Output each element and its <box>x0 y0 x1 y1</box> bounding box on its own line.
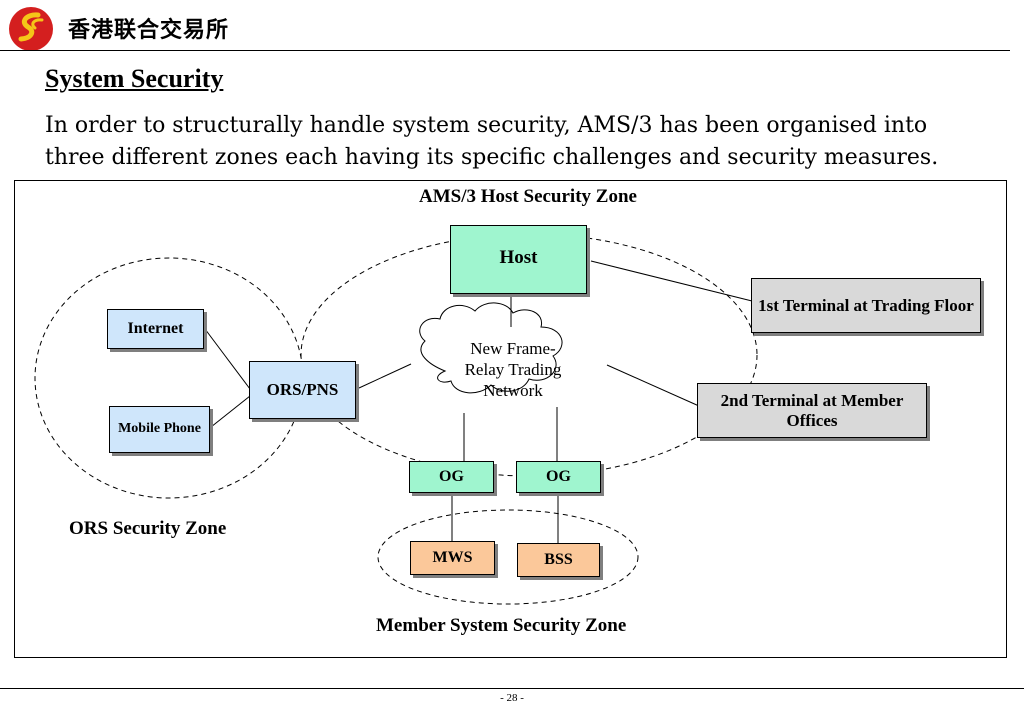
og-left-node: OG <box>409 461 494 493</box>
security-zones-diagram: AMS/3 Host Security Zone Host 1st Termin… <box>14 180 1007 658</box>
mws-node: MWS <box>410 541 495 575</box>
host-node: Host <box>450 225 587 294</box>
header-divider <box>0 50 1010 51</box>
ors-pns-node: ORS/PNS <box>249 361 356 419</box>
mobile-phone-node: Mobile Phone <box>109 406 210 453</box>
page-number: - 28 - <box>500 692 524 704</box>
ors-zone-label: ORS Security Zone <box>69 518 227 539</box>
footer-divider <box>0 688 1024 689</box>
og-right-node: OG <box>516 461 601 493</box>
terminal-trading-floor-node: 1st Terminal at Trading Floor <box>751 278 981 333</box>
member-zone-ellipse <box>377 509 639 605</box>
org-name: 香港联合交易所 <box>68 17 230 43</box>
diagram-connectors <box>34 233 758 605</box>
intro-paragraph: In order to structurally handle system s… <box>45 113 939 170</box>
member-zone-label: Member System Security Zone <box>376 615 627 636</box>
bss-node: BSS <box>517 543 600 577</box>
logo <box>8 6 54 52</box>
terminal-member-offices-node: 2nd Terminal at Member Offices <box>697 383 927 438</box>
section-title: System Security <box>45 64 224 93</box>
hkex-logo-icon <box>9 7 53 51</box>
network-cloud-label: New Frame-Relay Trading Network <box>464 339 562 400</box>
internet-node: Internet <box>107 309 204 349</box>
host-zone-label: AMS/3 Host Security Zone <box>419 186 637 207</box>
network-cloud-shape <box>419 302 563 394</box>
